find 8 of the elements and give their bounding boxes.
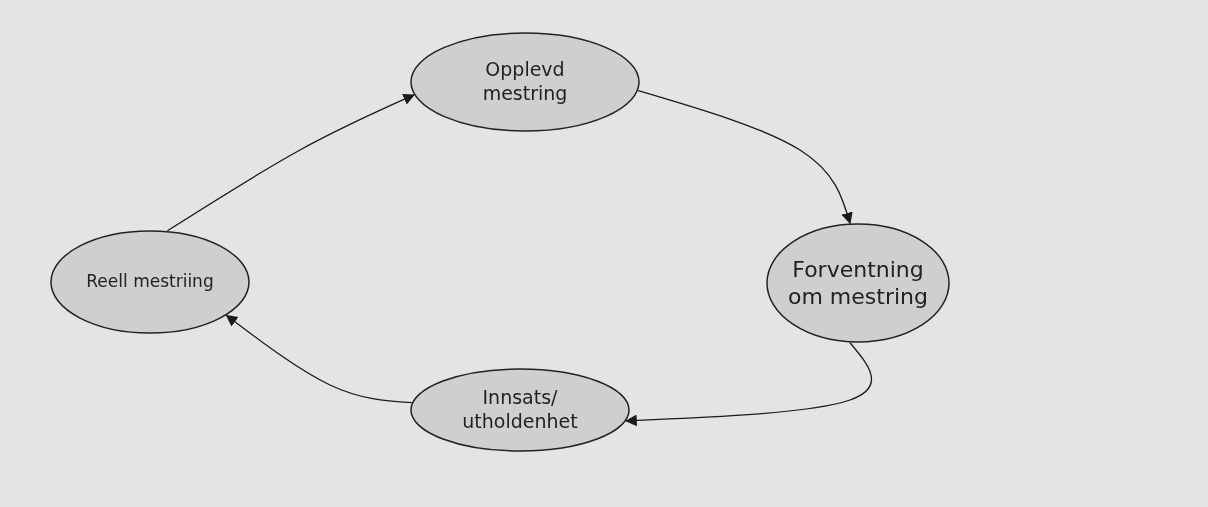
arrow (637, 90, 853, 225)
node-label: Reell mestriing (85, 271, 215, 293)
node-label: Innsats/ utholdenhet (461, 386, 579, 434)
arrow (225, 314, 413, 404)
arrow (166, 93, 415, 232)
arrow (625, 342, 873, 427)
node-label: Opplevd mestring (481, 58, 569, 106)
node-label: Forventning om mestring (787, 255, 929, 311)
